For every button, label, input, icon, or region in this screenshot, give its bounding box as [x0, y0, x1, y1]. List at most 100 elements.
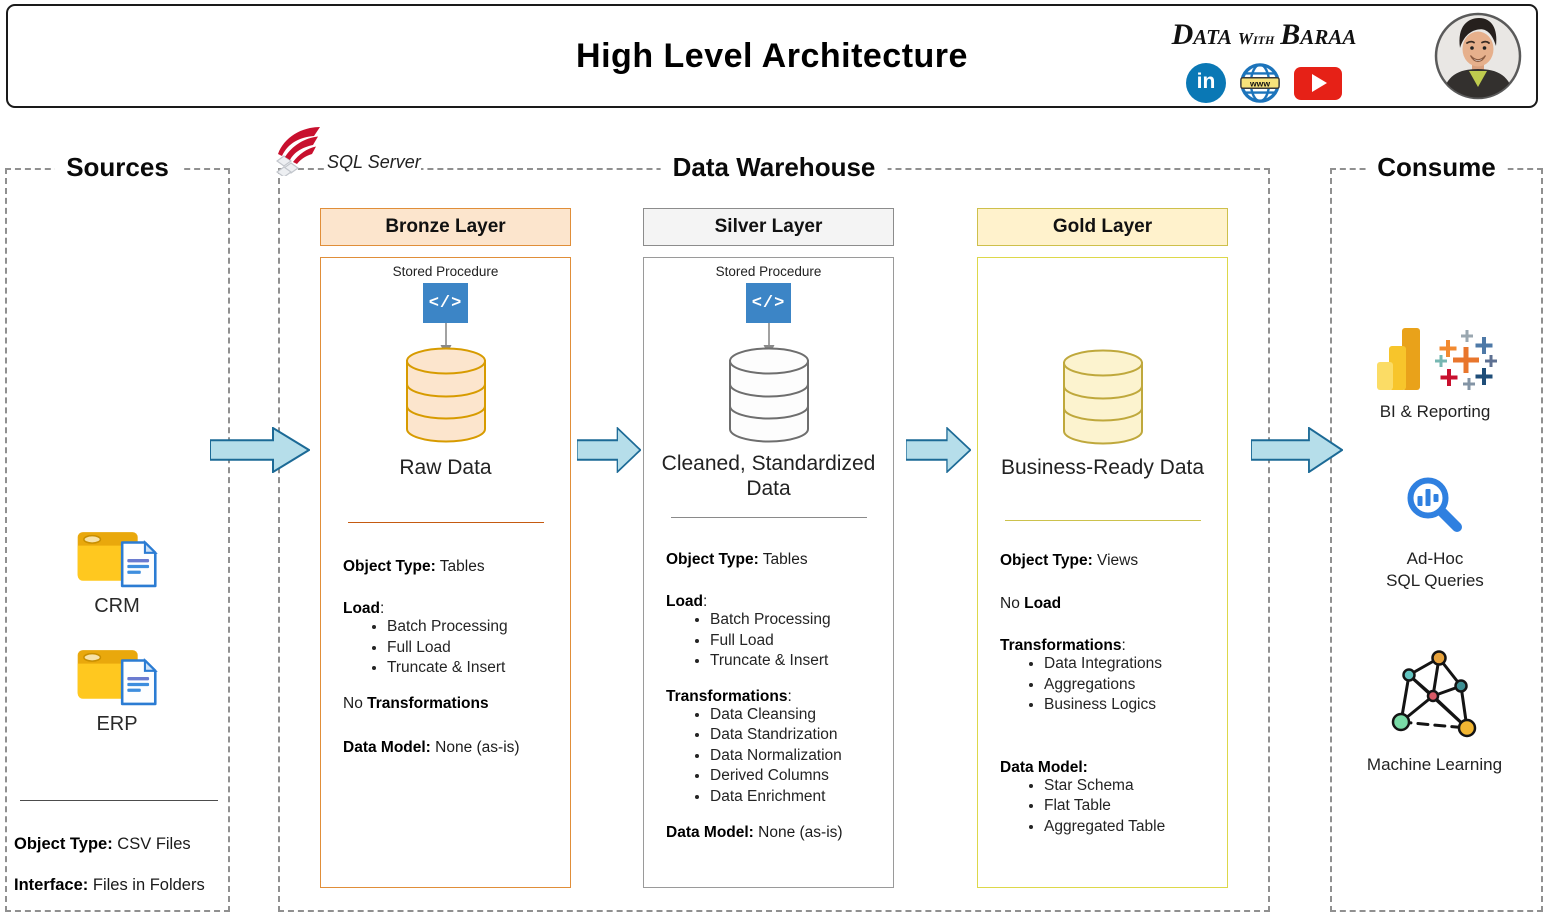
source-erp: ERP: [57, 646, 177, 736]
load-colon: :: [380, 600, 385, 617]
transformation-item: Derived Columns: [710, 766, 871, 787]
object-type-label: Object Type:: [343, 558, 436, 575]
object-type-label: Object Type:: [666, 551, 759, 568]
layer-data-label: Business-Ready Data: [1000, 456, 1205, 479]
no-load-prefix: No: [1000, 595, 1025, 612]
load-label: Load: [343, 600, 381, 617]
transformations-colon: :: [1121, 637, 1126, 654]
flow-arrow-bronze-to-silver: [577, 427, 641, 473]
transformation-item: Data Standrization: [710, 725, 871, 746]
no-load-bold: Load: [1024, 595, 1062, 612]
load-item: Truncate & Insert: [387, 658, 548, 679]
consume-panel: Consume: [1330, 152, 1543, 912]
load-label: Load: [666, 593, 704, 610]
brand-word-with: With: [1237, 29, 1275, 48]
sources-title: Sources: [54, 152, 181, 183]
transformations-colon: :: [787, 687, 792, 705]
object-type-value: Tables: [435, 558, 485, 575]
avatar: [1434, 12, 1522, 100]
object-type-row: Object Type: Tables: [343, 559, 548, 575]
no-load-row: No Load: [1000, 596, 1205, 612]
object-type-row: Object Type: CSV Files: [14, 836, 191, 853]
sources-divider: [20, 800, 218, 801]
load-item: Full Load: [387, 638, 548, 659]
data-model-value: None (as-is): [430, 738, 520, 756]
layer-divider: [1004, 520, 1201, 521]
load-row: Load:: [343, 601, 548, 617]
object-type-label: Object Type:: [1000, 552, 1093, 569]
transformation-item: Data Normalization: [710, 746, 871, 767]
folder-file-icon: [76, 530, 157, 588]
code-icon: </>: [746, 283, 791, 323]
linkedin-icon[interactable]: in: [1186, 63, 1226, 103]
stored-procedure-label: Stored Procedure: [392, 264, 499, 279]
www-globe-icon[interactable]: www: [1239, 62, 1281, 104]
tableau-icon: [1434, 330, 1497, 390]
interface-label: Interface:: [14, 876, 89, 894]
silver-layer-header: Silver Layer: [643, 208, 894, 246]
object-type-value: Tables: [758, 551, 808, 568]
interface-row: Interface: Files in Folders: [14, 877, 205, 894]
database-icon: [1062, 349, 1143, 445]
flow-arrow-sources-to-bronze: [210, 427, 310, 473]
transformations-label: Transformations: [1000, 637, 1122, 654]
youtube-play-glyph: [1312, 74, 1327, 92]
data-model-row: Data Model:: [1000, 759, 1205, 776]
silver-details: Object Type: Tables Load: Batch Processi…: [644, 518, 893, 841]
layer-data-label: Raw Data: [399, 456, 492, 479]
gold-details: Object Type: Views No Load Transformatio…: [978, 521, 1227, 837]
database-icon: [728, 347, 809, 443]
transformation-item: Data Integrations: [1044, 654, 1205, 675]
sources-panel: Sources CRM ERP Object Type: CSV Files I…: [5, 152, 230, 912]
transformations-row: Transformations:: [666, 687, 871, 705]
source-label: CRM: [94, 595, 140, 617]
transformations-row: Transformations:: [1000, 638, 1205, 654]
source-crm: CRM: [57, 528, 177, 618]
gold-layer-header: Gold Layer: [977, 208, 1228, 246]
interface-value: Files in Folders: [88, 876, 205, 894]
no-transform-bold: Transformations: [367, 694, 489, 712]
sql-server-badge: SQL Server: [276, 124, 421, 176]
data-model-label: Data Model:: [343, 738, 431, 756]
stored-procedure-label: Stored Procedure: [715, 264, 822, 279]
sql-server-label: SQL Server: [327, 152, 421, 176]
brand-word-data: Data: [1171, 18, 1232, 51]
data-model-item: Aggregated Table: [1044, 817, 1205, 838]
youtube-icon[interactable]: [1294, 66, 1342, 100]
bi-reporting-item: BI & Reporting: [1356, 322, 1514, 423]
load-list: Batch Processing Full Load Truncate & In…: [666, 610, 871, 672]
layer-divider: [347, 522, 544, 523]
consume-title: Consume: [1365, 152, 1508, 183]
flow-arrow-gold-to-consume: [1251, 427, 1343, 473]
flow-arrow-silver-to-gold: [906, 427, 971, 473]
warehouse-panel: Data Warehouse SQL Server: [276, 127, 1270, 912]
bronze-layer-header: Bronze Layer: [320, 208, 571, 246]
sql-server-icon: [276, 127, 320, 176]
page-title: High Level Architecture: [576, 37, 968, 75]
transformations-list: Data Cleansing Data Standrization Data N…: [666, 705, 871, 808]
load-item: Batch Processing: [710, 610, 871, 631]
data-model-list: Star Schema Flat Table Aggregated Table: [1000, 776, 1205, 838]
silver-layer-body: Stored Procedure </> Cleaned, Standardiz…: [643, 257, 894, 888]
data-model-item: Star Schema: [1044, 776, 1205, 797]
machine-learning-item: Machine Learning: [1362, 648, 1507, 776]
data-model-item: Flat Table: [1044, 796, 1205, 817]
object-type-value: Views: [1092, 552, 1139, 569]
transformation-item: Business Logics: [1044, 695, 1205, 716]
object-type-label: Object Type:: [14, 835, 113, 853]
layer-data-label: Cleaned, Standardized Data: [661, 452, 876, 500]
load-item: Full Load: [710, 631, 871, 652]
consume-label: BI & Reporting: [1379, 402, 1491, 421]
consume-label: Machine Learning: [1366, 755, 1503, 774]
social-icons: in www: [1144, 62, 1384, 104]
load-list: Batch Processing Full Load Truncate & In…: [343, 617, 548, 679]
load-colon: :: [703, 593, 708, 610]
database-icon: [405, 347, 486, 443]
adhoc-label-line1: Ad-Hoc: [1406, 549, 1464, 568]
data-model-value: None (as-is): [753, 824, 843, 841]
